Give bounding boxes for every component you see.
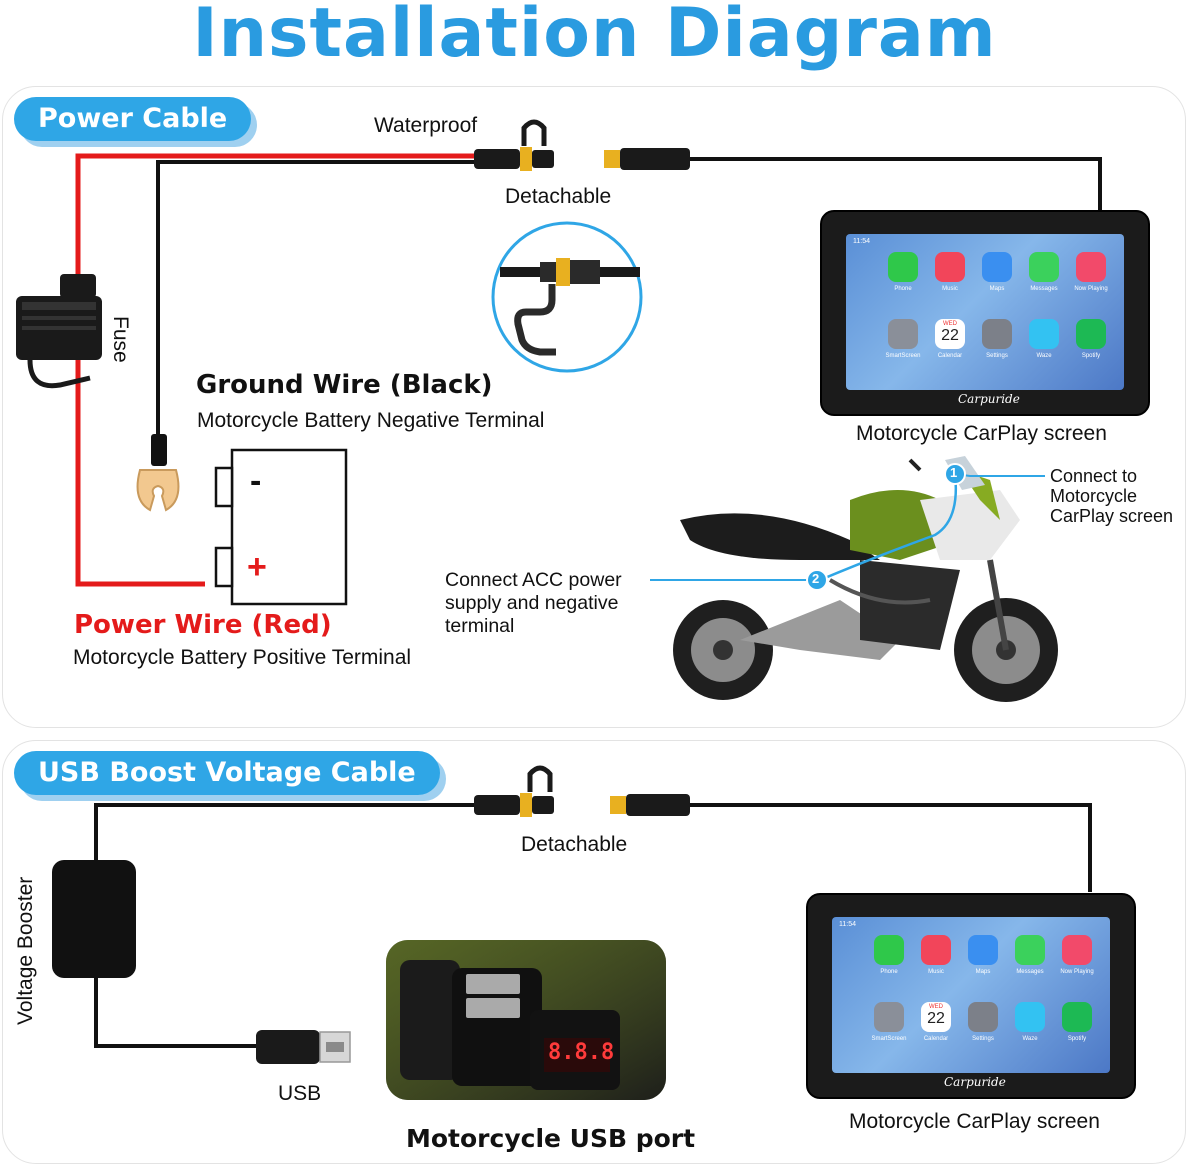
app-icon-settings[interactable] <box>982 319 1012 349</box>
marker-1 <box>944 463 966 485</box>
ring-terminal-icon <box>136 434 180 512</box>
app-label: Now Playing <box>1060 969 1094 975</box>
app-icon-spotify[interactable] <box>1076 319 1106 349</box>
detachable-label-bottom: Detachable <box>521 833 628 856</box>
app-label: Maps <box>975 969 991 975</box>
fuse-icon <box>16 274 102 389</box>
app-icon-settings[interactable] <box>968 1002 998 1032</box>
ground-wire-sub: Motorcycle Battery Negative Terminal <box>197 409 545 432</box>
app-label: Waze <box>1022 1036 1038 1042</box>
voltage-booster-label: Voltage Booster <box>14 876 37 1025</box>
ground-wire-heading: Ground Wire (Black) <box>196 370 493 400</box>
app-icon-music[interactable] <box>935 252 965 282</box>
voltage-booster-box <box>52 860 136 978</box>
app-icon-waze[interactable] <box>1029 319 1059 349</box>
battery-minus: - <box>250 462 262 500</box>
app-label: Calendar <box>923 1036 949 1042</box>
app-label: Phone <box>880 969 898 975</box>
calendar-date: 22 <box>941 327 959 344</box>
page-title: Installation Diagram <box>192 0 997 73</box>
app-icon-spotify[interactable] <box>1062 1002 1092 1032</box>
app-icon-messages[interactable] <box>1015 935 1045 965</box>
usb-connector-right <box>610 794 690 816</box>
callout-1-text: Connect to Motorcycle CarPlay screen <box>1050 466 1174 526</box>
screen-brand: Carpuride <box>944 1075 1006 1089</box>
usb-cable-pill: USB Boost Voltage Cable <box>14 751 440 795</box>
app-icon-phone[interactable] <box>888 252 918 282</box>
app-icon-smartscreen[interactable] <box>888 319 918 349</box>
app-label: Messages <box>1016 969 1044 975</box>
app-icon-calendar[interactable] <box>921 1002 951 1032</box>
calendar-day: WED <box>929 1004 943 1010</box>
usb-connector-left <box>474 765 554 817</box>
app-label: Spotify <box>1067 1036 1087 1042</box>
app-label: SmartScreen <box>871 1036 907 1042</box>
battery-icon <box>214 448 348 606</box>
app-icon-maps[interactable] <box>968 935 998 965</box>
app-label: Music <box>928 969 944 975</box>
battery-plus: + <box>247 548 267 586</box>
app-label: Spotify <box>1081 353 1101 359</box>
marker-2 <box>806 569 828 591</box>
screen-caption-bottom: Motorcycle CarPlay screen <box>849 1110 1100 1133</box>
app-icon-maps[interactable] <box>982 252 1012 282</box>
app-label: Settings <box>986 353 1008 359</box>
fuse-label: Fuse <box>109 316 132 363</box>
app-label: Settings <box>972 1036 994 1042</box>
waterproof-connector-left <box>474 119 554 171</box>
calendar-day: WED <box>943 321 957 327</box>
app-icon-music[interactable] <box>921 935 951 965</box>
power-wire-sub: Motorcycle Battery Positive Terminal <box>73 646 412 669</box>
power-wire-heading: Power Wire (Red) <box>74 610 332 640</box>
app-label: Calendar <box>937 353 963 359</box>
usb-label: USB <box>278 1082 322 1105</box>
screen-time: 11:54 <box>839 921 856 928</box>
screen-time: 11:54 <box>853 238 870 245</box>
app-icon-messages[interactable] <box>1029 252 1059 282</box>
marker-1-label: 1 <box>950 465 958 480</box>
marker-2-label: 2 <box>812 571 820 586</box>
app-icon-phone[interactable] <box>874 935 904 965</box>
app-label: SmartScreen <box>885 353 921 359</box>
waterproof-connector-right <box>604 148 690 170</box>
screen-caption-top: Motorcycle CarPlay screen <box>856 422 1107 445</box>
usb-plug-icon <box>256 1030 351 1064</box>
usb-voltage-display: 8.8.8 <box>548 1040 615 1065</box>
app-icon-now-playing[interactable] <box>1062 935 1092 965</box>
motorcycle-image <box>673 456 1058 702</box>
carplay-screen-bottom: 11:54 Carpuride Phone Music Maps Messages No… <box>806 893 1136 1099</box>
power-cable-pill: Power Cable <box>14 97 252 141</box>
app-label: Phone <box>894 286 912 292</box>
carplay-screen-top: 11:54 Carpuride Phone Music Maps Messages No… <box>820 210 1150 416</box>
usb-port-heading: Motorcycle USB port <box>406 1124 696 1153</box>
callout-2-text: Connect ACC power supply and negative te… <box>445 569 622 637</box>
connector-zoom-circle <box>491 221 643 373</box>
app-label: Waze <box>1036 353 1052 359</box>
app-icon-waze[interactable] <box>1015 1002 1045 1032</box>
usb-port-photo <box>386 940 666 1100</box>
app-label: Maps <box>989 286 1005 292</box>
app-icon-now-playing[interactable] <box>1076 252 1106 282</box>
app-label: Messages <box>1030 286 1058 292</box>
app-label: Music <box>942 286 958 292</box>
calendar-date: 22 <box>927 1010 945 1027</box>
app-icon-smartscreen[interactable] <box>874 1002 904 1032</box>
screen-brand: Carpuride <box>958 392 1020 406</box>
app-icon-calendar[interactable] <box>935 319 965 349</box>
detachable-label-top: Detachable <box>505 185 612 208</box>
app-label: Now Playing <box>1074 286 1108 292</box>
waterproof-label: Waterproof <box>374 114 478 137</box>
